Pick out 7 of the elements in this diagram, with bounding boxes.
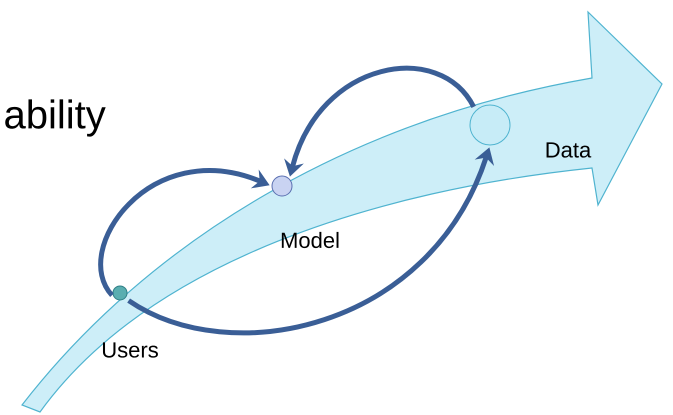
node-label: Users	[102, 342, 158, 358]
circle-marker	[272, 176, 292, 196]
heading-text: ability	[5, 99, 106, 137]
node-label: Model	[282, 232, 338, 248]
circle-marker	[112, 285, 128, 300]
circle-marker	[470, 104, 510, 146]
node-label: Data	[546, 142, 592, 158]
